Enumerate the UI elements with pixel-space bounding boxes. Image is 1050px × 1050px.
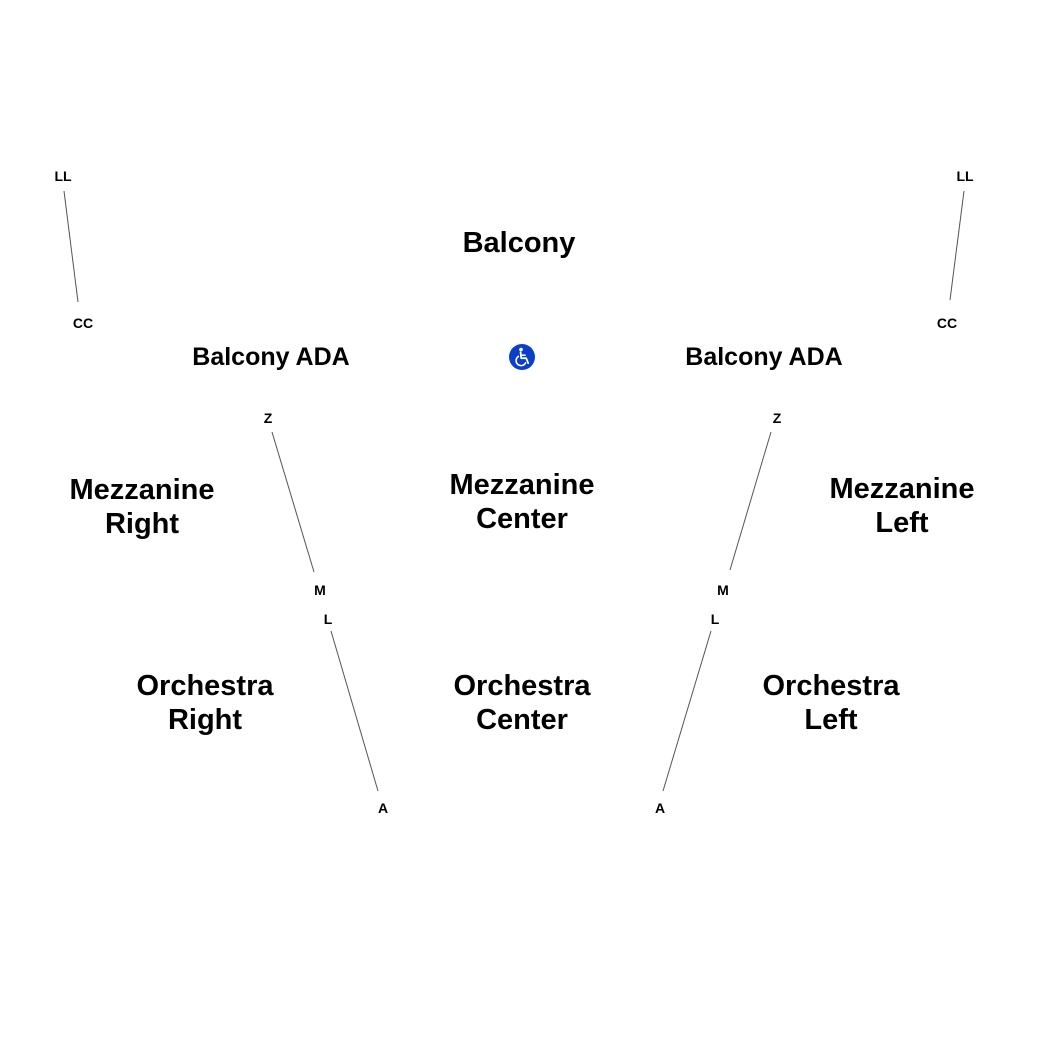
row-label-orchestra-left-aisle-top: L: [323, 611, 333, 627]
row-label-mezzanine-right-aisle-bottom: M: [717, 582, 729, 598]
row-label-balcony-right-top: LL: [956, 168, 974, 184]
row-label-mezzanine-left-aisle-top: Z: [263, 410, 273, 426]
row-label-mezzanine-left-aisle-bottom: M: [314, 582, 326, 598]
mezzanine-right-aisle-line: [729, 431, 772, 571]
section-orchestra-right-label-2: Right: [167, 704, 243, 736]
section-orchestra-left-label-2: Left: [804, 704, 858, 736]
section-orchestra-center-label-2: Center: [476, 704, 568, 736]
row-label-orchestra-left-aisle-bottom: A: [377, 800, 389, 816]
section-mezzanine-center-label-1: Mezzanine: [449, 469, 595, 501]
section-mezzanine-left-label-2: Left: [875, 507, 929, 539]
section-orchestra-left[interactable]: Orchestra Left: [731, 669, 931, 737]
section-orchestra-center-label-1: Orchestra: [453, 670, 591, 702]
section-mezzanine-left[interactable]: Mezzanine Left: [802, 472, 1002, 540]
orchestra-left-aisle-line: [330, 630, 379, 792]
section-mezzanine-right-label-1: Mezzanine: [69, 474, 215, 506]
section-mezzanine-right[interactable]: Mezzanine Right: [42, 473, 242, 541]
wheelchair-icon[interactable]: [509, 344, 535, 370]
balcony-right-aisle-line: [949, 190, 965, 301]
section-balcony[interactable]: Balcony: [419, 226, 619, 260]
section-mezzanine-left-label-1: Mezzanine: [829, 473, 975, 505]
section-orchestra-center[interactable]: Orchestra Center: [422, 669, 622, 737]
orchestra-right-aisle-line: [662, 630, 712, 792]
section-balcony-ada-left[interactable]: Balcony ADA: [161, 340, 381, 374]
row-label-orchestra-right-aisle-bottom: A: [654, 800, 666, 816]
mezzanine-left-aisle-line: [271, 431, 315, 573]
row-label-orchestra-right-aisle-top: L: [710, 611, 720, 627]
section-balcony-ada-right[interactable]: Balcony ADA: [654, 340, 874, 374]
row-label-balcony-right-bottom: CC: [936, 315, 958, 331]
row-label-balcony-left-top: LL: [54, 168, 72, 184]
row-label-mezzanine-right-aisle-top: Z: [772, 410, 782, 426]
section-mezzanine-center-label-2: Center: [476, 503, 568, 535]
section-orchestra-right-label-1: Orchestra: [136, 670, 274, 702]
section-balcony-ada-right-label: Balcony ADA: [685, 343, 843, 371]
section-mezzanine-right-label-2: Right: [104, 508, 180, 540]
section-orchestra-left-label-1: Orchestra: [762, 670, 900, 702]
section-balcony-label: Balcony: [462, 227, 576, 259]
section-orchestra-right[interactable]: Orchestra Right: [105, 669, 305, 737]
section-mezzanine-center[interactable]: Mezzanine Center: [422, 468, 622, 536]
section-balcony-ada-left-label: Balcony ADA: [192, 343, 350, 371]
balcony-left-aisle-line: [63, 190, 79, 303]
row-label-balcony-left-bottom: CC: [72, 315, 94, 331]
